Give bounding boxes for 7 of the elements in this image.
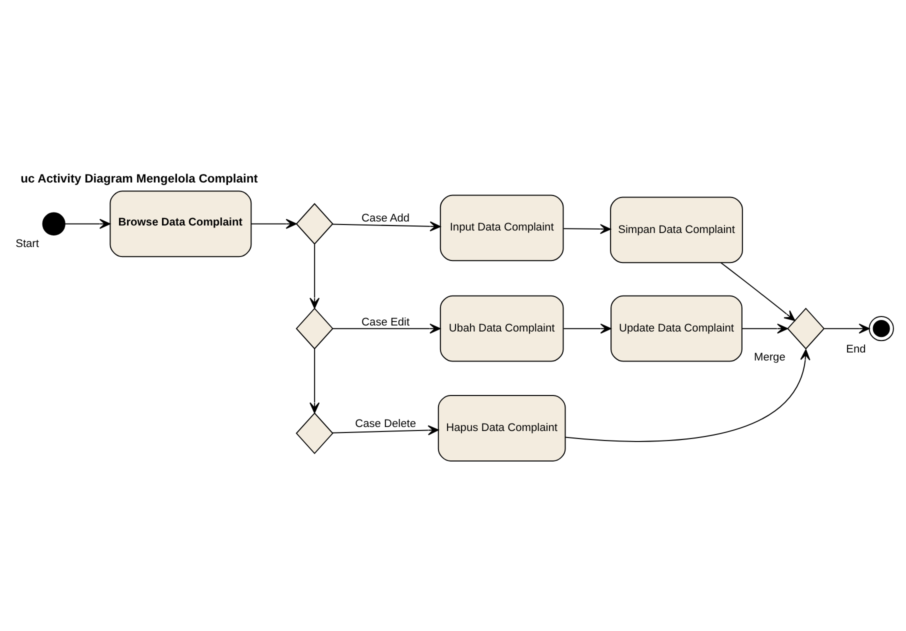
edge-label: Case Add	[362, 212, 410, 225]
edge-label: Case Delete	[355, 418, 416, 430]
diagram-title: uc Activity Diagram Mengelola Complaint	[20, 172, 258, 186]
node-label: Merge	[754, 352, 786, 364]
edge-label: Case Edit	[362, 316, 410, 328]
node-label: End	[846, 344, 866, 356]
node-label: Start	[16, 238, 39, 250]
